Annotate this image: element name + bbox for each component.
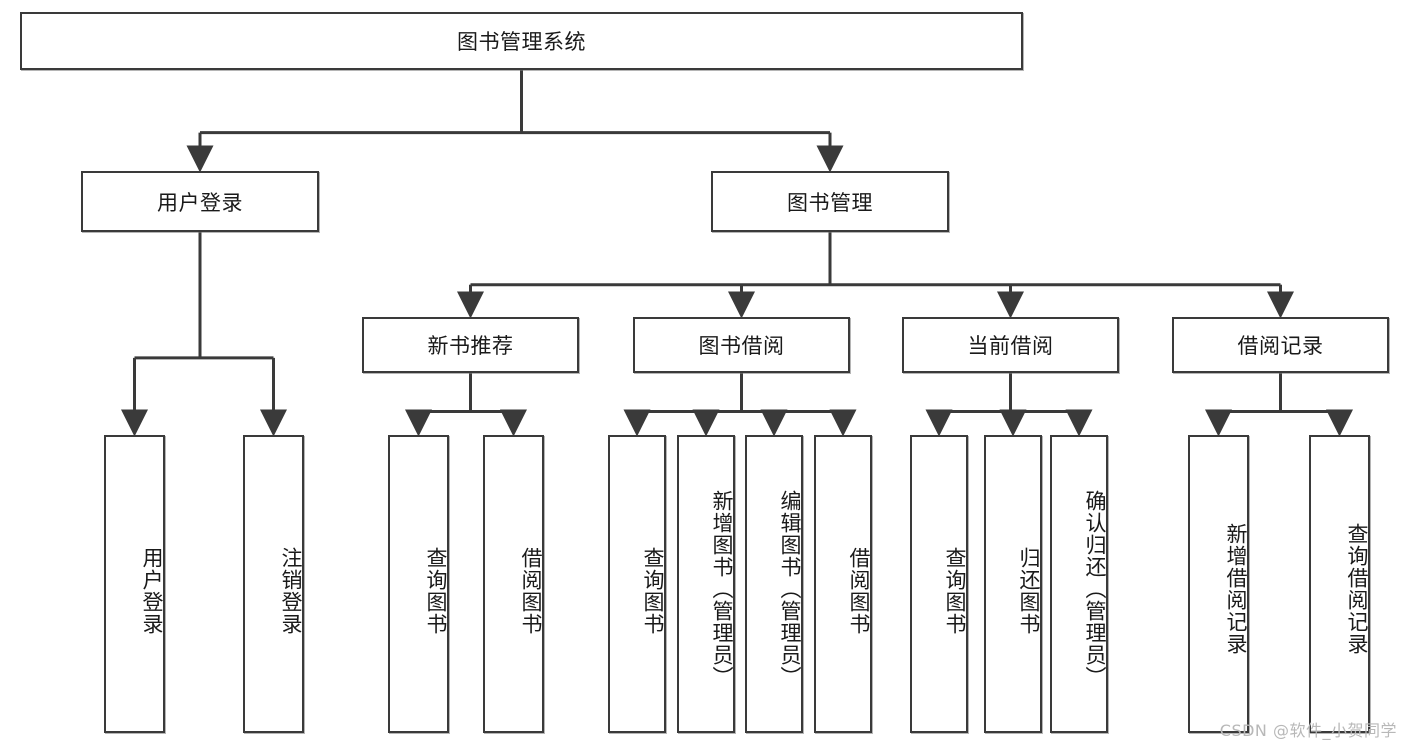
node-label: 图书管理: [787, 190, 873, 215]
node-current[interactable]: 当前借阅: [902, 317, 1119, 373]
node-label: 当前借阅: [967, 334, 1054, 358]
node-label: 编辑图书（管理员）: [778, 490, 802, 688]
watermark-text: CSDN @软件_小贺同学: [1219, 721, 1397, 740]
node-l_addrec[interactable]: 新增借阅记录: [1188, 435, 1249, 733]
node-l_add[interactable]: 新增图书（管理员）: [677, 435, 735, 733]
node-label: 归还图书: [1017, 547, 1041, 635]
node-l_ret[interactable]: 归还图书: [984, 435, 1042, 733]
node-label: 借阅图书: [519, 547, 543, 635]
node-bookmgmt[interactable]: 图书管理: [711, 171, 949, 232]
node-l_q1[interactable]: 查询图书: [388, 435, 449, 733]
node-l_q2[interactable]: 查询图书: [608, 435, 666, 733]
node-login[interactable]: 用户登录: [81, 171, 319, 232]
node-l_conf[interactable]: 确认归还（管理员）: [1050, 435, 1108, 733]
node-label: 用户登录: [157, 190, 243, 215]
node-record[interactable]: 借阅记录: [1172, 317, 1389, 373]
node-l_q3[interactable]: 查询图书: [910, 435, 968, 733]
node-l_b1[interactable]: 借阅图书: [483, 435, 544, 733]
node-label: 查询借阅记录: [1345, 523, 1369, 655]
node-l_logout[interactable]: 注销登录: [243, 435, 304, 733]
node-borrow[interactable]: 图书借阅: [633, 317, 850, 373]
node-label: 图书借阅: [698, 334, 785, 358]
node-l_b2[interactable]: 借阅图书: [814, 435, 872, 733]
node-label: 借阅记录: [1237, 334, 1324, 358]
node-label: 图书管理系统: [457, 30, 586, 54]
node-root[interactable]: 图书管理系统: [20, 12, 1023, 70]
node-label: 新增借阅记录: [1224, 523, 1248, 655]
node-label: 查询图书: [424, 547, 448, 635]
node-newbook[interactable]: 新书推荐: [362, 317, 579, 373]
node-label: 查询图书: [641, 547, 665, 635]
node-l_edit[interactable]: 编辑图书（管理员）: [745, 435, 803, 733]
node-label: 新书推荐: [427, 334, 514, 358]
node-label: 用户登录: [140, 547, 164, 635]
node-label: 新增图书（管理员）: [710, 490, 734, 688]
node-label: 确认归还（管理员）: [1083, 490, 1107, 688]
node-label: 借阅图书: [847, 547, 871, 635]
node-l_qrec[interactable]: 查询借阅记录: [1309, 435, 1370, 733]
node-label: 注销登录: [279, 547, 303, 635]
node-label: 查询图书: [943, 547, 967, 635]
node-l_login[interactable]: 用户登录: [104, 435, 165, 733]
